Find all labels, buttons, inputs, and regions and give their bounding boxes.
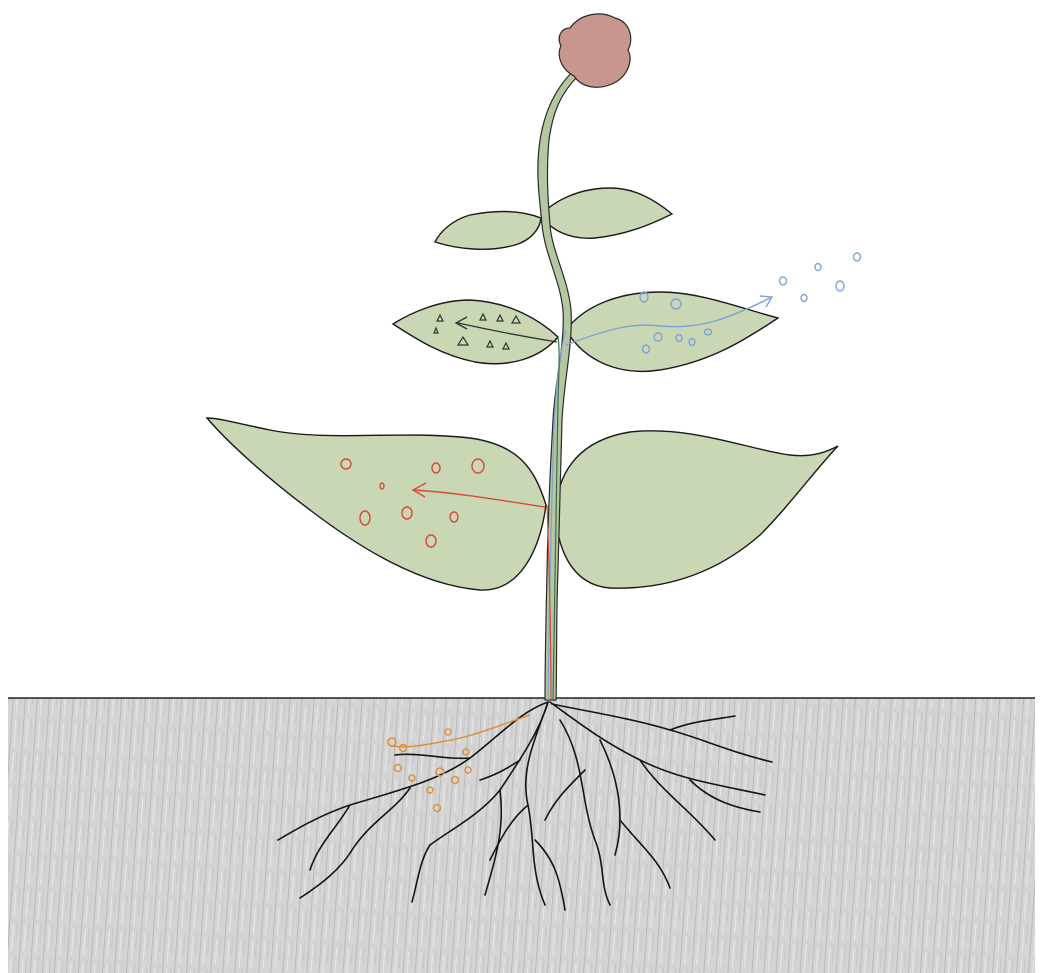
water-dot xyxy=(801,295,807,302)
leaf-lower-left xyxy=(207,418,546,590)
leaf-middle-left xyxy=(393,300,558,364)
water-dot xyxy=(815,264,821,271)
water-dot xyxy=(836,281,844,291)
leaf-middle-right xyxy=(566,292,778,371)
leaf-upper-left xyxy=(435,212,541,250)
water-dot xyxy=(780,277,787,285)
soil-region xyxy=(8,698,1035,973)
water-dot xyxy=(854,253,861,261)
soil-fill xyxy=(8,698,1035,973)
leaf-upper-right xyxy=(541,188,672,238)
leaf-lower-right xyxy=(556,431,838,588)
